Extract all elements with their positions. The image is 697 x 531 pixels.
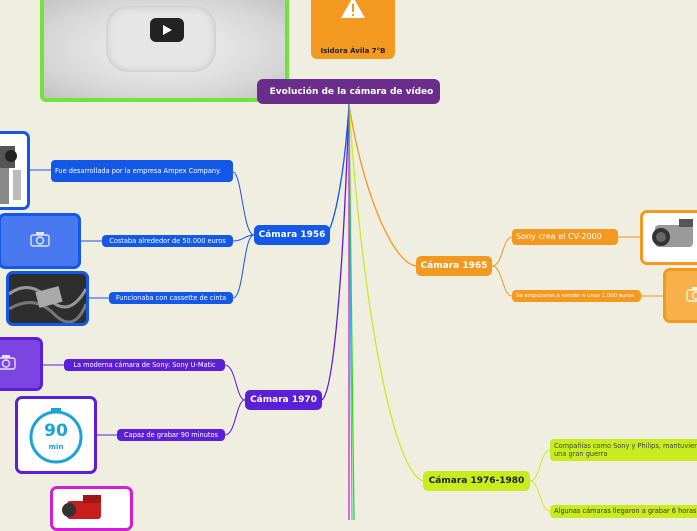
photo-90-min-timer[interactable]: 90 min [15, 396, 97, 474]
timer-icon: 90 min [26, 405, 86, 465]
photo-ampex-camera[interactable] [0, 131, 30, 210]
photo-cassette-tape[interactable] [6, 271, 89, 326]
leaf-1976-6-hours[interactable]: Algunas cámaras llegaron a grabar 6 hora… [550, 505, 697, 518]
timer-value: 90 [26, 421, 86, 441]
branch-1965[interactable]: Cámara 1965 [416, 256, 492, 276]
leaf-1965-cv2000[interactable]: Sony crea el CV-2000 [512, 229, 618, 245]
branch-1976-1980[interactable]: Cámara 1976-1980 [423, 471, 530, 491]
author-note[interactable]: Isidora Ávila 7°B [311, 0, 395, 59]
photo-placeholder-1970[interactable] [0, 337, 43, 391]
timer-unit: min [26, 443, 86, 451]
camera-icon [0, 354, 16, 374]
central-topic[interactable]: Evolución de la cámara de vídeo [257, 79, 440, 104]
leaf-1956-cost[interactable]: Costaba alrededor de 50.000 euros [102, 235, 233, 247]
author-label: Isidora Ávila 7°B [311, 47, 395, 55]
play-icon[interactable] [150, 18, 184, 42]
camera-icon [30, 231, 50, 251]
photo-red-camcorder[interactable] [50, 486, 133, 531]
branch-1970[interactable]: Cámara 1970 [245, 390, 322, 410]
leaf-1970-90min[interactable]: Capaz de grabar 90 minutos [117, 429, 225, 441]
leaf-1965-price[interactable]: Se empezaron a vender a unos 1.000 euros [512, 290, 641, 302]
leaf-1956-cassette[interactable]: Funcionaba con cassette de cinta [109, 292, 233, 304]
video-embed[interactable] [40, 0, 289, 102]
camera-icon [686, 286, 697, 306]
warning-icon [340, 0, 366, 25]
branch-1956[interactable]: Cámara 1956 [254, 225, 330, 245]
photo-placeholder-1956[interactable] [0, 213, 81, 269]
photo-sony-cv2000[interactable] [640, 210, 697, 265]
leaf-1956-ampex[interactable]: Fue desarrollada por la empresa Ampex Co… [51, 160, 233, 182]
leaf-1976-sony-philips[interactable]: Compañías como Sony y Philips, mantuvier… [550, 439, 697, 461]
leaf-1970-umatic[interactable]: La moderna cámara de Sony: Sony U-Matic [64, 359, 225, 371]
photo-placeholder-1965[interactable] [663, 268, 697, 323]
